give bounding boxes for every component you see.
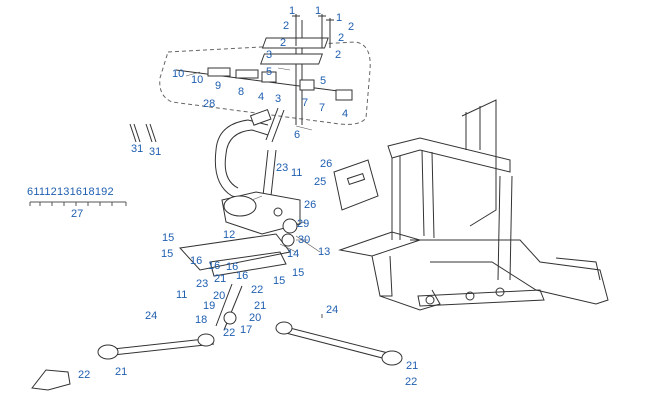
- callout-29: 29: [297, 218, 310, 230]
- part-5a: [261, 71, 277, 83]
- callout-19: 19: [203, 300, 216, 312]
- callout-22: 22: [405, 376, 418, 388]
- tie-rod-end-left: [97, 344, 119, 360]
- callout-3: 3: [275, 93, 282, 105]
- callout-31: 31: [149, 146, 162, 158]
- bolt-1b: [318, 14, 326, 48]
- bolt-1c: [326, 18, 334, 48]
- steering-shaft: [295, 20, 303, 125]
- part-8: [235, 69, 259, 79]
- callout-11: 11: [176, 289, 188, 301]
- callout-15: 15: [161, 248, 174, 260]
- callout-13: 13: [318, 246, 331, 258]
- callout-15: 15: [162, 232, 175, 244]
- callout-25: 25: [314, 176, 327, 188]
- callout-1: 1: [336, 12, 343, 24]
- part-7: [299, 79, 315, 91]
- callout-26: 26: [320, 158, 333, 170]
- callout-26: 26: [304, 199, 317, 211]
- chassis-frame: [338, 99, 609, 311]
- callout-3: 3: [266, 49, 273, 61]
- callout-20: 20: [213, 290, 226, 302]
- callout-1: 1: [315, 5, 322, 17]
- callout-22: 22: [251, 284, 264, 296]
- callout-24: 24: [145, 310, 158, 322]
- callout-5: 5: [320, 75, 327, 87]
- callout-11: 11: [291, 167, 303, 179]
- callout-21: 21: [254, 300, 267, 312]
- coupler-29: [282, 218, 298, 234]
- column-clamp-mid: [260, 53, 324, 65]
- callout-1: 1: [289, 5, 296, 17]
- part-9: [207, 67, 231, 77]
- callout-10: 10: [191, 74, 204, 86]
- callout-2: 2: [280, 37, 287, 49]
- bolt-1a: [292, 14, 300, 46]
- callout-12: 12: [223, 229, 236, 241]
- column-clamp-top: [261, 37, 329, 49]
- callout-21: 21: [214, 273, 227, 285]
- callout-group-list: 61112131618192: [27, 186, 114, 198]
- callout-30: 30: [298, 234, 311, 246]
- callout-27: 27: [71, 208, 84, 220]
- tie-rod-left: [103, 337, 215, 357]
- tie-rod-joint-left: [197, 333, 215, 347]
- callout-2: 2: [283, 20, 290, 32]
- mount-plate-lower: [209, 251, 287, 277]
- callout-28: 28: [203, 98, 216, 110]
- tie-rod-end-right: [381, 350, 403, 366]
- callout-15: 15: [273, 275, 286, 287]
- callout-23: 23: [276, 162, 289, 174]
- callout-21: 21: [115, 366, 128, 378]
- callout-7: 7: [319, 102, 326, 114]
- callout-2: 2: [338, 32, 345, 44]
- bracket-plate: [178, 233, 291, 271]
- callout-5: 5: [266, 66, 273, 78]
- upper-rail: [175, 69, 347, 93]
- gear-box-motor: [223, 195, 257, 217]
- callout-4: 4: [342, 108, 349, 120]
- tie-rod-right: [281, 325, 393, 361]
- callout-22: 22: [223, 327, 236, 339]
- cable-loop: [214, 119, 269, 201]
- callout-16: 16: [226, 261, 239, 273]
- ecu-logo: [346, 173, 366, 185]
- callout-6: 6: [294, 129, 301, 141]
- ecu-module: [333, 159, 379, 211]
- group-outline-top: [159, 41, 371, 125]
- cable-end: [249, 108, 272, 126]
- gear-box-port: [273, 207, 283, 217]
- callout-7: 7: [302, 97, 309, 109]
- ball-joint-17: [223, 311, 237, 325]
- callout-10: 10: [172, 68, 185, 80]
- washer-30: [281, 233, 295, 247]
- callout-2: 2: [348, 21, 355, 33]
- callout-2: 2: [335, 49, 342, 61]
- callout-22: 22: [78, 369, 91, 381]
- callout-9: 9: [215, 80, 222, 92]
- callout-14: 14: [287, 248, 300, 260]
- part-4b: [335, 89, 353, 101]
- pin-31b: [145, 123, 157, 143]
- group-bracket-27: [29, 201, 127, 206]
- callout-16: 16: [208, 260, 221, 272]
- callout-20: 20: [249, 312, 262, 324]
- callout-16: 16: [236, 270, 249, 282]
- callout-23: 23: [196, 278, 209, 290]
- callout-8: 8: [238, 86, 245, 98]
- callout-15: 15: [292, 267, 305, 279]
- callout-24: 24: [326, 304, 339, 316]
- callout-18: 18: [195, 314, 208, 326]
- callout-4: 4: [258, 91, 265, 103]
- callout-31: 31: [131, 143, 144, 155]
- tie-rod-joint-right: [275, 321, 293, 335]
- callout-17: 17: [240, 324, 253, 336]
- callout-16: 16: [190, 255, 203, 267]
- front-arrow: [31, 369, 71, 391]
- callout-21: 21: [406, 360, 419, 372]
- pin-31a: [129, 123, 141, 143]
- leader-lines: [185, 67, 321, 253]
